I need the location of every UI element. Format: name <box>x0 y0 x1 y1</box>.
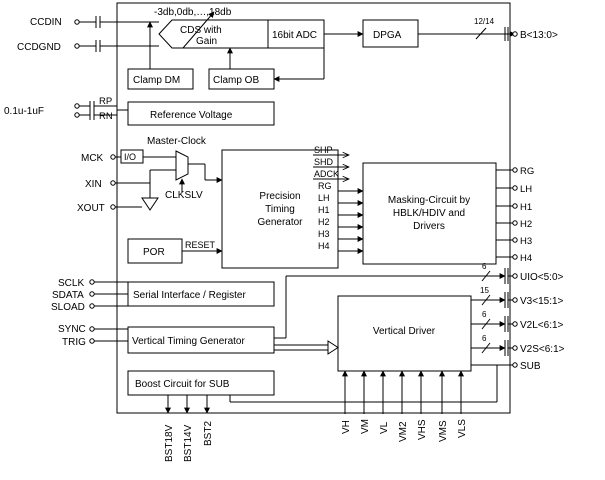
sig-adck: ADCK <box>314 169 339 179</box>
vdriver-label: Vertical Driver <box>373 326 436 337</box>
reset-label: RESET <box>185 240 216 250</box>
por-label: POR <box>143 247 165 258</box>
clock-mux <box>175 150 189 181</box>
boost-label: Boost Circuit for SUB <box>135 379 230 390</box>
serial-interface-block <box>127 281 275 307</box>
pin-h4: H4 <box>520 253 532 264</box>
pin-trig: TRIG <box>62 337 86 348</box>
pin-vh: VH <box>341 420 352 434</box>
ref-cap-label: 0.1u-1uF <box>4 106 44 117</box>
clamp-ob-label: Clamp OB <box>213 75 259 86</box>
cds-label-2: Gain <box>196 36 217 47</box>
sig-rg: RG <box>318 181 332 191</box>
sig-shp: SHP <box>314 145 333 155</box>
ptg-label-2: Timing <box>265 204 295 215</box>
pin-sclk: SCLK <box>58 278 84 289</box>
gain-arrow <box>182 11 215 49</box>
mask-label-2: HBLK/HDIV and <box>393 208 465 219</box>
sig-h4: H4 <box>318 241 330 251</box>
pin-vls: VLS <box>457 419 468 438</box>
pin-vms: VMS <box>438 420 449 442</box>
master-clock-label: Master-Clock <box>147 136 207 147</box>
count-uio: 6 <box>482 262 487 271</box>
pin-vhs: VHS <box>417 419 428 440</box>
serial-label: Serial Interface / Register <box>133 290 246 301</box>
ref-voltage-label: Reference Voltage <box>150 110 233 121</box>
count-v2s: 6 <box>482 334 487 343</box>
masking-circuit <box>362 162 497 265</box>
dpga-label: DPGA <box>373 30 402 41</box>
pin-ccdgnd: CCDGND <box>17 42 61 53</box>
oscillator-buffer <box>141 197 159 211</box>
clamp-dm-label: Clamp DM <box>133 75 180 86</box>
pin-v3: V3<15:1> <box>520 296 564 307</box>
boost-circuit <box>127 370 275 396</box>
pin-v2s: V2S<6:1> <box>520 344 565 355</box>
mask-label-3: Drivers <box>413 221 445 232</box>
pin-bst18v: BST18V <box>164 424 175 462</box>
pin-b: B<13:0> <box>520 30 558 41</box>
pin-vm2: VM2 <box>398 421 409 442</box>
cds-label-1: CDS with <box>180 25 222 36</box>
pin-bst2: BST2 <box>203 421 214 446</box>
pin-uio: UIO<5:0> <box>520 272 564 283</box>
precision-timing-generator <box>221 149 339 269</box>
pin-rg: RG <box>520 166 534 177</box>
pin-h2: H2 <box>520 219 532 230</box>
clkslv-label: CLKSLV <box>165 190 203 201</box>
pin-xout: XOUT <box>77 203 105 214</box>
pin-h3: H3 <box>520 236 532 247</box>
pin-h1: H1 <box>520 202 532 213</box>
ptg-label-1: Precision <box>259 191 300 202</box>
count-v2l: 6 <box>482 310 487 319</box>
gain-range: -3db,0db,…,18db <box>154 7 232 18</box>
pin-sync: SYNC <box>58 324 86 335</box>
sig-h2: H2 <box>318 217 330 227</box>
chip-outline <box>116 2 511 414</box>
adc-label: 16bit ADC <box>272 30 317 41</box>
count-v3: 15 <box>480 286 489 295</box>
pin-v2l: V2L<6:1> <box>520 320 564 331</box>
vertical-timing-generator <box>127 326 275 354</box>
ptg-label-3: Generator <box>257 217 303 228</box>
pin-vl: VL <box>379 421 390 434</box>
sig-h3: H3 <box>318 229 330 239</box>
pin-rn: RN <box>99 111 113 122</box>
mask-label-1: Masking-Circuit by <box>388 195 470 206</box>
vtg-label: Vertical Timing Generator <box>132 336 245 347</box>
pin-rp: RP <box>99 96 112 107</box>
sig-shd: SHD <box>314 157 334 167</box>
pin-vm: VM <box>360 419 371 434</box>
pin-lh: LH <box>520 184 532 195</box>
sig-h1: H1 <box>318 205 330 215</box>
sig-lh: LH <box>318 193 330 203</box>
pin-sub: SUB <box>520 361 541 372</box>
bus-width: 12/14 <box>474 17 495 26</box>
pin-sdata: SDATA <box>52 290 84 301</box>
pin-bst14v: BST14V <box>183 424 194 462</box>
pin-sload: SLOAD <box>51 302 85 313</box>
io-label: I/O <box>124 152 136 162</box>
pin-mck: MCK <box>81 153 104 164</box>
pin-ccdin: CCDIN <box>30 17 62 28</box>
pin-xin: XIN <box>85 179 102 190</box>
